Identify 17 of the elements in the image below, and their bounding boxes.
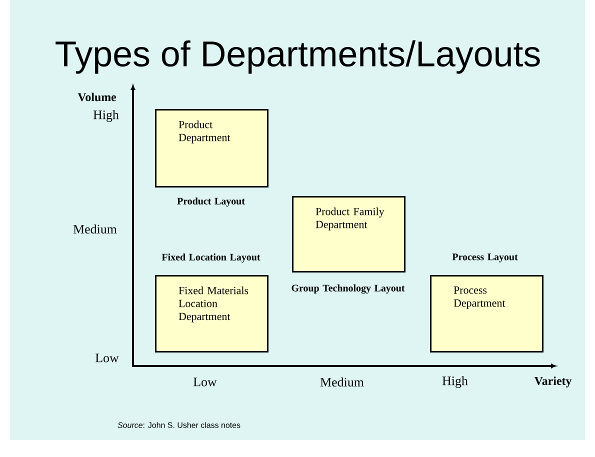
axis-label: Volume: [78, 92, 116, 102]
axis-label: Low: [96, 354, 119, 362]
axis-label: Medium: [320, 377, 364, 387]
layout-label: Fixed Location Layout: [162, 253, 260, 263]
layout-label: Product Layout: [177, 197, 245, 207]
axis-label: High: [93, 110, 119, 122]
axis-label: Low: [194, 378, 217, 386]
axis-label: Medium: [73, 224, 117, 234]
axis-label: High: [442, 376, 468, 388]
slide-title: Types of Departments/Layouts: [56, 40, 540, 74]
layout-label: Group Technology Layout: [292, 284, 405, 294]
layout-label: Process Layout: [452, 254, 518, 262]
department-name: Product Family Department: [316, 208, 384, 230]
department-name: Fixed Materials Location Department: [178, 286, 248, 322]
department-name: Process Department: [454, 286, 506, 309]
department-name: Product Department: [178, 120, 230, 144]
axis-label: Variety: [534, 376, 572, 388]
